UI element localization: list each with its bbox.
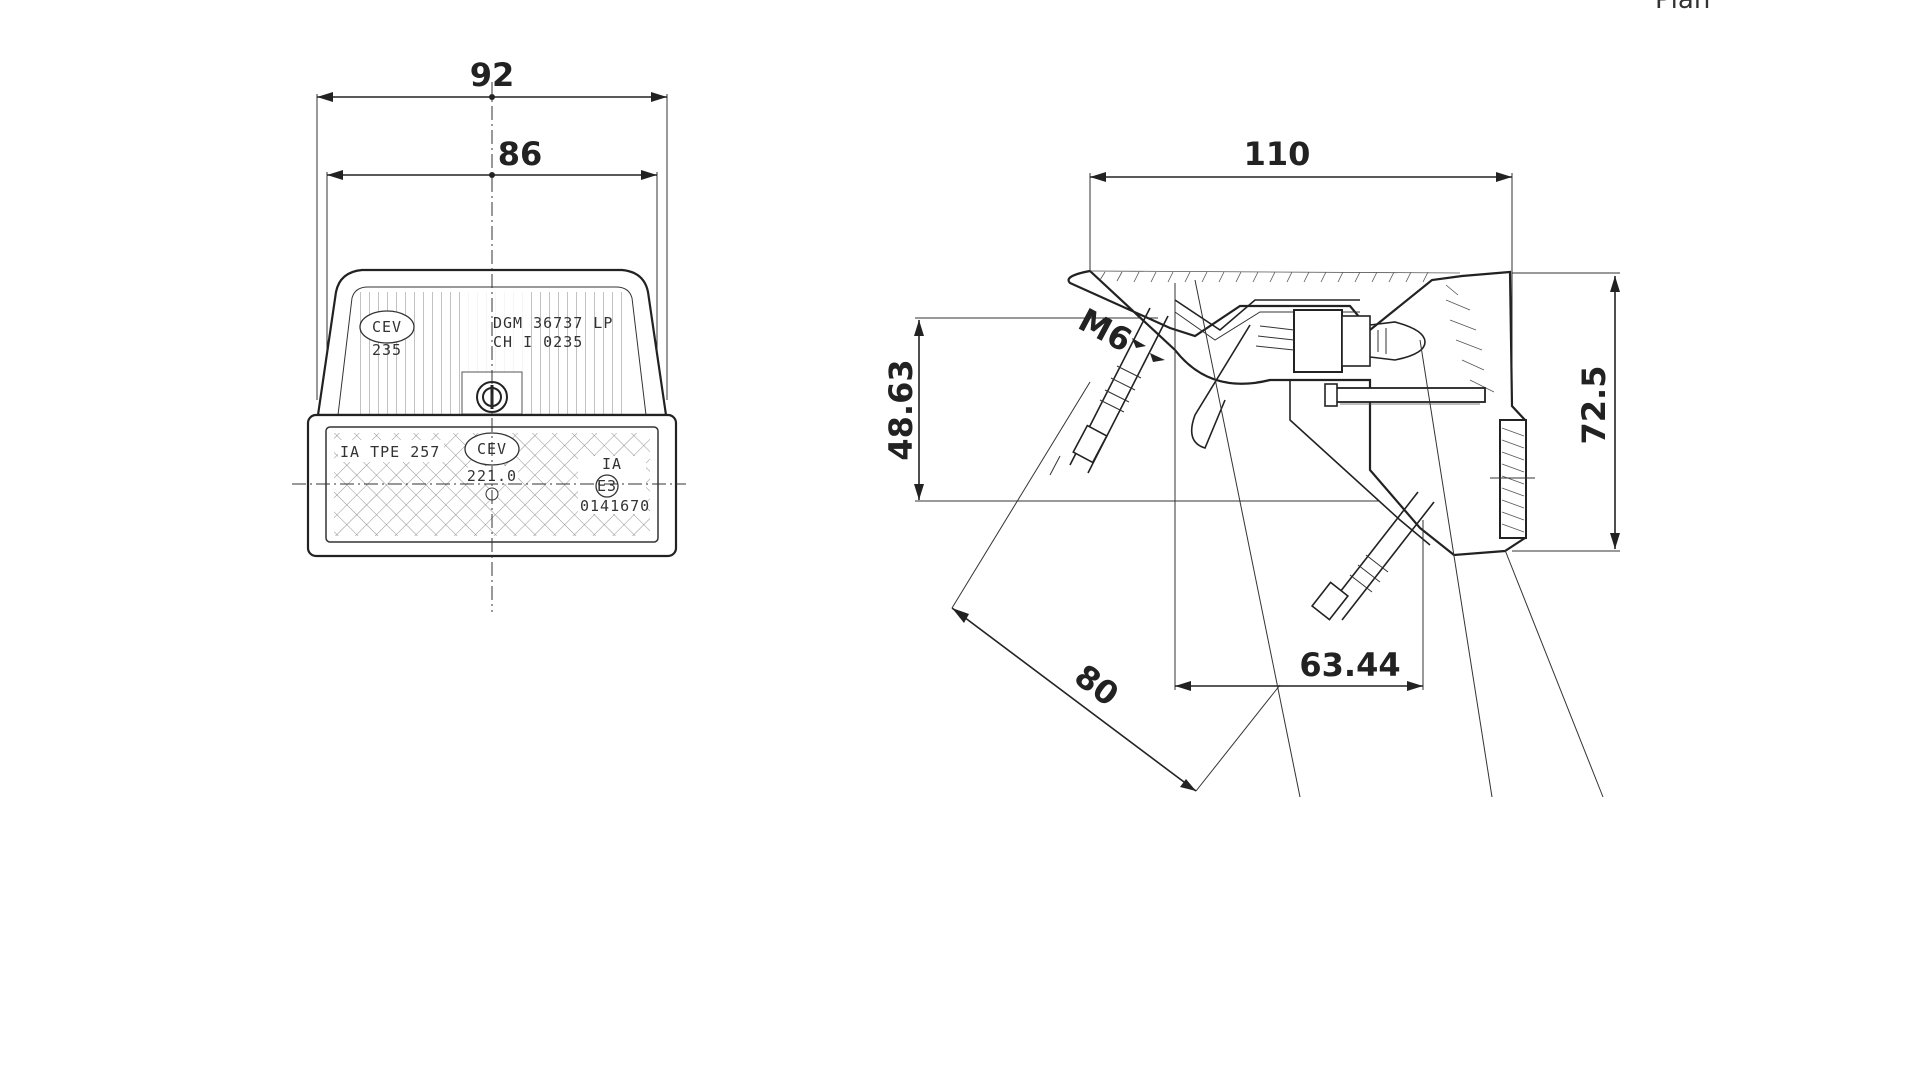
marking-class: IA (602, 455, 622, 473)
marking-tpe: IA TPE 257 (340, 443, 440, 461)
dimension-80: 80 (951, 381, 1281, 792)
dimension-48-63: 48.63 (882, 320, 924, 500)
bulb-holder (1255, 309, 1426, 373)
dimension-92: 92 (317, 56, 667, 102)
svg-text:E3: E3 (597, 477, 617, 495)
svg-text:80: 80 (1067, 657, 1125, 714)
e-mark: E3 (595, 474, 619, 498)
side-screw (1324, 383, 1486, 407)
dimension-86: 86 (327, 135, 657, 180)
svg-text:110: 110 (1244, 135, 1311, 173)
svg-text:63.44: 63.44 (1299, 646, 1400, 684)
marking-approval-number: 0141670 (580, 497, 650, 515)
corner-label: Plan (1655, 0, 1710, 15)
svg-text:CEV: CEV (372, 318, 402, 336)
marking-ch: CH I 0235 (493, 333, 583, 351)
dimension-63-44: 63.44 (1174, 283, 1424, 691)
dimension-72-5: 72.5 (1575, 276, 1620, 549)
svg-text:48.63: 48.63 (882, 359, 920, 460)
leader-lines (1194, 279, 1604, 798)
lower-stud (1310, 491, 1435, 621)
upper-approval-logo: CEV 235 (359, 310, 415, 359)
side-view: 110 72.5 48.63 (882, 135, 1620, 798)
cable (1190, 324, 1251, 449)
svg-text:235: 235 (372, 341, 402, 359)
marking-dgm: DGM 36737 LP (493, 314, 613, 332)
front-view: 92 86 CEV 235 DGM 36737 LP CH I 023 (292, 56, 686, 612)
svg-text:72.5: 72.5 (1575, 366, 1613, 445)
lens-section (1490, 419, 1535, 539)
upper-stud (1049, 307, 1169, 476)
housing-hatching (1099, 271, 1495, 393)
svg-text:86: 86 (498, 135, 543, 173)
thread-label-m6: M6 (1072, 301, 1165, 362)
dimension-110: 110 (1090, 135, 1512, 182)
